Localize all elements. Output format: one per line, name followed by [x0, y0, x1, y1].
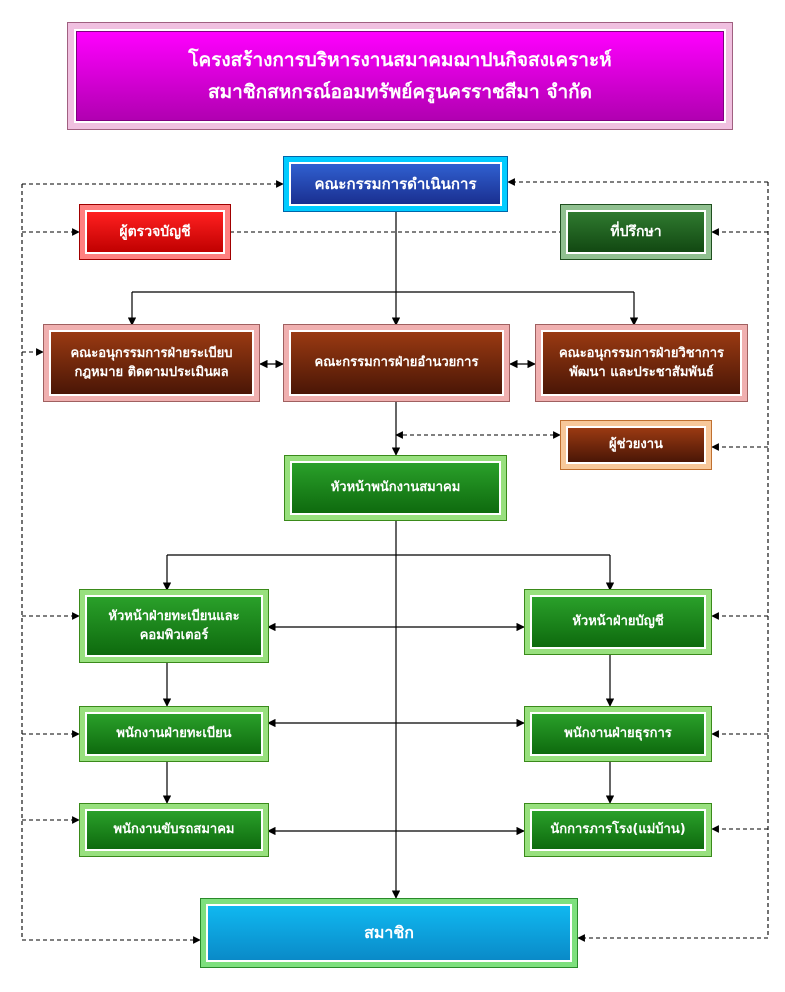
node-members: สมาชิก [200, 898, 578, 968]
node-label-line-1: คณะอนุกรรมการฝ่ายวิชาการ [558, 345, 725, 361]
title-line-2: สมาชิกสหกรณ์ออมทรัพย์ครูนครราชสีมา จำกัด [207, 81, 592, 103]
node-label-line-1: หัวหน้าฝ่ายทะเบียนและ [108, 608, 240, 624]
node-general-affairs-staff: พนักงานฝ่ายธุรการ [524, 706, 712, 762]
node-label: ที่ปรึกษา [610, 223, 662, 240]
node-label: สมาชิก [364, 923, 414, 942]
node-label: คณะกรรมการดำเนินการ [314, 174, 477, 193]
node-janitor: นักการภารโรง(แม่บ้าน) [524, 803, 712, 857]
node-label: หัวหน้าพนักงานสมาคม [330, 480, 461, 496]
node-subcommittee-regulation: คณะอนุกรรมการฝ่ายระเบียบ กฎหมาย ติดตามปร… [43, 324, 260, 402]
node-driver: พนักงานขับรถสมาคม [79, 803, 269, 857]
chart-title: โครงสร้างการบริหารงานสมาคมฌาปนกิจสงเคราะ… [67, 22, 733, 130]
node-advisor: ที่ปรึกษา [560, 204, 712, 260]
node-label: พนักงานฝ่ายทะเบียน [116, 726, 232, 742]
node-label-line-2: พัฒนา และประชาสัมพันธ์ [569, 365, 714, 380]
node-subcommittee-academic: คณะอนุกรรมการฝ่ายวิชาการ พัฒนา และประชาส… [535, 324, 748, 402]
node-label: ผู้ตรวจบัญชี [119, 223, 191, 240]
node-label-line-1: คณะอนุกรรมการฝ่ายระเบียบ [70, 345, 233, 361]
node-registration-staff: พนักงานฝ่ายทะเบียน [79, 706, 269, 762]
node-head-registration: หัวหน้าฝ่ายทะเบียนและ คอมพิวเตอร์ [79, 589, 269, 663]
node-label: พนักงานฝ่ายธุรการ [564, 726, 672, 742]
node-label: คณะกรรมการฝ่ายอำนวยการ [314, 355, 479, 371]
node-head-staff: หัวหน้าพนักงานสมาคม [284, 455, 507, 521]
title-line-1: โครงสร้างการบริหารงานสมาคมฌาปนกิจสงเคราะ… [188, 48, 612, 71]
node-label: นักการภารโรง(แม่บ้าน) [550, 822, 686, 838]
node-auditor: ผู้ตรวจบัญชี [79, 204, 231, 260]
node-head-accounting: หัวหน้าฝ่ายบัญชี [524, 589, 712, 655]
node-label: พนักงานขับรถสมาคม [113, 822, 235, 838]
node-label: ผู้ช่วยงาน [609, 437, 663, 453]
node-label-line-2: คอมพิวเตอร์ [139, 628, 209, 643]
node-label-line-2: กฎหมาย ติดตามประเมินผล [74, 365, 229, 380]
node-admin-committee: คณะกรรมการฝ่ายอำนวยการ [283, 324, 510, 402]
node-executive-committee: คณะกรรมการดำเนินการ [283, 156, 508, 212]
node-label: หัวหน้าฝ่ายบัญชี [572, 614, 664, 630]
node-assistant: ผู้ช่วยงาน [560, 420, 712, 470]
